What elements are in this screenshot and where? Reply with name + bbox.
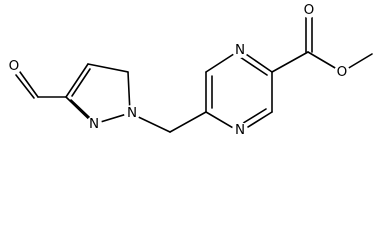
atom-label-n: N	[235, 42, 245, 58]
bond-c4-c5	[87, 63, 129, 73]
bond-ch2-c5pz	[169, 111, 207, 133]
atom-aldehyde-o: O	[6, 58, 22, 74]
atom-pyrazole-n2: N	[86, 116, 102, 132]
atom-label-n: N	[127, 105, 137, 121]
atom-label-n: N	[235, 122, 245, 138]
atom-pyrazine-n1: N	[232, 42, 248, 58]
atom-pyrazole-n1: N	[124, 105, 140, 121]
atom-label-n: N	[89, 116, 99, 132]
bond-c3pz-n4pz-double	[239, 108, 267, 126]
atom-carbonyl-o: O	[301, 2, 317, 18]
bond-n1pz-c2pz-double	[239, 56, 268, 76]
molecule-structure: O N N N N O O	[6, 2, 373, 138]
bond-n2-c3-double	[70, 99, 91, 119]
atom-label-o: O	[9, 58, 20, 74]
bond-c3-c4-double	[71, 68, 91, 97]
bond-aldehyde-co	[19, 71, 39, 98]
atom-ester-o: O	[334, 64, 350, 80]
bond-c2pz-carbonyl	[271, 51, 309, 73]
atom-label-o: O	[337, 64, 348, 80]
bond-aldehyde-co-double	[15, 74, 35, 99]
atom-label-o: O	[304, 2, 315, 18]
atom-pyrazine-n4: N	[232, 122, 248, 138]
bond-c3-c4	[65, 63, 89, 98]
